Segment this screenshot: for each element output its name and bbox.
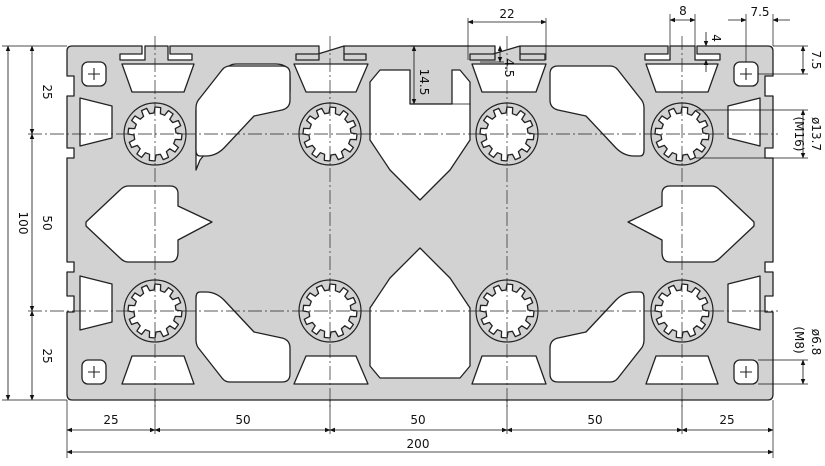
dim-text-hole-dia: ø6.8: [809, 329, 823, 355]
dim-bottom-4: 50: [587, 413, 602, 427]
dim-left-3: 25: [40, 348, 54, 363]
slot-cavity-left-bottom: [79, 275, 113, 331]
dim-bottom-2: 50: [235, 413, 250, 427]
dimension-overall-width: 200: [66, 400, 774, 458]
cavity-left-diamond: [85, 185, 213, 263]
dimension-slot-depth: 14.5 4.5: [410, 45, 516, 105]
dim-bottom-5: 25: [719, 413, 734, 427]
cavity-right-diamond: [627, 185, 755, 263]
slot-cavity-right-top: [727, 97, 761, 147]
slot-cavity-right-bottom: [727, 275, 761, 331]
profile-outline: [66, 45, 774, 401]
slot-cavity-top-1: [121, 63, 195, 93]
slot-cavity-top-4: [645, 63, 719, 93]
dimension-edge-offset-top: 7.5: [728, 5, 790, 62]
dimension-center-bore: ø13.7 (M16): [696, 109, 823, 159]
dim-text-14-5: 14.5: [417, 69, 431, 96]
dim-left-2: 50: [40, 215, 54, 230]
dim-text-200: 200: [407, 437, 430, 451]
dim-left-1: 25: [40, 84, 54, 99]
dim-bottom-1: 25: [103, 413, 118, 427]
cavity-top-left: [195, 65, 291, 157]
dim-text-100: 100: [16, 212, 30, 235]
dim-text-bore-dia: ø13.7: [809, 117, 823, 151]
dimension-left-chain: 25 50 25: [29, 45, 54, 401]
dim-text-4-5: 4.5: [502, 58, 516, 77]
dim-text-bore-thread: (M16): [792, 117, 806, 152]
dim-text-22: 22: [499, 7, 514, 21]
dimension-corner-hole: ø6.8 (M8): [758, 326, 823, 385]
aluminium-profile: [66, 45, 774, 401]
corner-hole-marks: [88, 68, 752, 378]
dim-text-4: 4: [709, 34, 723, 42]
dim-text-7-5-side: 7.5: [809, 50, 823, 69]
dimension-bottom-chain: 25 50 50 50 25: [66, 400, 774, 434]
center-lines: [28, 36, 778, 410]
slot-cavity-bottom-2: [293, 355, 369, 385]
slot-cavity-left-top: [79, 97, 113, 147]
dim-text-8: 8: [679, 4, 687, 18]
cavity-bottom-right: [549, 291, 645, 383]
cavity-bottom-left: [195, 291, 291, 383]
dimension-slot-width: 22: [467, 7, 547, 60]
dimension-lip-width: 8 4: [669, 4, 723, 72]
slot-cavity-top-2: [293, 63, 369, 93]
slot-cavity-bottom-1: [121, 355, 195, 385]
cavity-bottom-mid: [369, 247, 471, 379]
dim-text-hole-thread: (M8): [792, 326, 806, 353]
dim-bottom-3: 50: [410, 413, 425, 427]
slot-cavity-top-3: [471, 63, 547, 93]
dim-text-7-5-top: 7.5: [750, 5, 769, 19]
dimension-edge-offset-side: 7.5: [758, 45, 823, 75]
cavity-top-right: [549, 65, 645, 157]
slot-cavity-bottom-3: [471, 355, 547, 385]
dimension-overall-height: 100: [2, 45, 67, 401]
